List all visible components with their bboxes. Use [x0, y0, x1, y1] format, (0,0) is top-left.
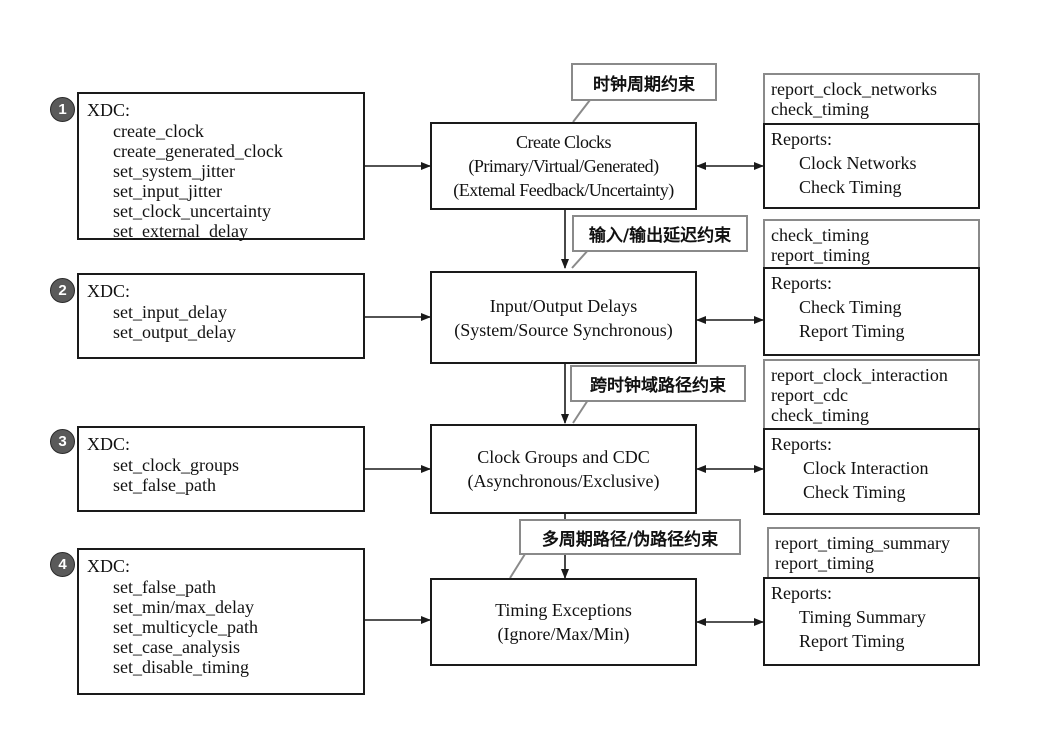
xdc-command: set_false_path: [113, 475, 216, 495]
xdc-header: XDC:: [87, 281, 131, 301]
report-item: Report Timing: [799, 631, 905, 651]
report-commands-box-2: check_timing report_timing: [763, 219, 980, 269]
xdc-command: set_clock_uncertainty: [113, 201, 271, 221]
constraint-tag-4: 多周期路径/伪路径约束: [519, 519, 741, 555]
report-command: report_timing: [775, 553, 874, 573]
xdc-command: set_clock_groups: [113, 455, 239, 475]
step-badge-1: 1: [50, 97, 75, 122]
stage-box-create-clocks: Create Clocks (Primary/Virtual/Generated…: [430, 122, 697, 210]
report-item: Clock Networks: [799, 153, 917, 173]
xdc-box-2: XDC: set_input_delay set_output_delay: [77, 273, 365, 359]
xdc-box-1: XDC: create_clock create_generated_clock…: [77, 92, 365, 241]
stage-subtitle: (Extemal Feedback/Uncertainty): [453, 180, 674, 200]
stage-box-timing-exceptions: Timing Exceptions (Ignore/Max/Min): [430, 578, 697, 666]
stage-title: Create Clocks: [516, 132, 611, 152]
tag-leader-4: [509, 553, 526, 579]
reports-header: Reports:: [771, 129, 832, 149]
reports-header: Reports:: [771, 434, 832, 454]
stage-subtitle: (System/Source Synchronous): [454, 319, 673, 340]
stage-title: Clock Groups and CDC: [477, 447, 650, 467]
constraint-tag-1: 时钟周期约束: [571, 63, 717, 101]
tag-leader-1: [572, 99, 591, 123]
report-item: Check Timing: [803, 482, 906, 502]
report-command: report_cdc: [771, 385, 848, 405]
xdc-command: create_clock: [113, 121, 204, 141]
reports-header: Reports:: [771, 273, 832, 293]
stage-subtitle: (Primary/Virtual/Generated): [468, 156, 659, 176]
step-badge-3: 3: [50, 429, 75, 454]
xdc-command: set_output_delay: [113, 322, 236, 342]
report-command: check_timing: [771, 99, 869, 119]
xdc-command: create_generated_clock: [113, 141, 283, 161]
report-item: Report Timing: [799, 321, 905, 341]
report-item: Clock Interaction: [803, 458, 929, 478]
xdc-box-3: XDC: set_clock_groups set_false_path: [77, 426, 365, 512]
report-command: report_clock_networks: [771, 79, 937, 99]
xdc-command: set_disable_timing: [113, 657, 249, 677]
report-command: check_timing: [771, 405, 869, 425]
report-command: report_timing: [771, 245, 870, 265]
constraint-tag-3: 跨时钟域路径约束: [570, 365, 746, 402]
xdc-command: set_case_analysis: [113, 637, 240, 657]
report-item: Check Timing: [799, 177, 902, 197]
stage-title: Input/Output Delays: [489, 295, 638, 316]
xdc-box-4: XDC: set_false_path set_min/max_delay se…: [77, 548, 365, 695]
stage-box-io-delays: Input/Output Delays (System/Source Synch…: [430, 271, 697, 364]
step-badge-4: 4: [50, 552, 75, 577]
step-badge-2: 2: [50, 278, 75, 303]
report-item: Check Timing: [799, 297, 902, 317]
stage-subtitle: (Ignore/Max/Min): [497, 624, 630, 644]
stage-subtitle: (Asynchronous/Exclusive): [467, 471, 660, 491]
report-commands-box-1: report_clock_networks check_timing: [763, 73, 980, 125]
xdc-header: XDC:: [87, 100, 131, 120]
reports-header: Reports:: [771, 583, 832, 603]
report-command: report_clock_interaction: [771, 365, 948, 385]
report-command: report_timing_summary: [775, 533, 950, 553]
reports-box-2: Reports: Check Timing Report Timing: [763, 267, 980, 356]
reports-box-4: Reports: Timing Summary Report Timing: [763, 577, 980, 666]
reports-box-1: Reports: Clock Networks Check Timing: [763, 123, 980, 209]
xdc-command: set_input_jitter: [113, 181, 222, 201]
report-commands-box-4: report_timing_summary report_timing: [767, 527, 980, 579]
constraint-tag-2: 输入/输出延迟约束: [572, 215, 748, 252]
xdc-command: set_external_delay: [113, 221, 248, 241]
xdc-header: XDC:: [87, 434, 131, 454]
xdc-command: set_min/max_delay: [113, 597, 254, 617]
xdc-header: XDC:: [87, 556, 131, 576]
reports-box-3: Reports: Clock Interaction Check Timing: [763, 428, 980, 515]
stage-box-clock-groups: Clock Groups and CDC (Asynchronous/Exclu…: [430, 424, 697, 514]
tag-leader-3: [572, 399, 589, 424]
xdc-command: set_multicycle_path: [113, 617, 258, 637]
xdc-command: set_input_delay: [113, 302, 227, 322]
xdc-command: set_system_jitter: [113, 161, 235, 181]
report-item: Timing Summary: [799, 607, 926, 627]
stage-title: Timing Exceptions: [495, 600, 632, 620]
report-command: check_timing: [771, 225, 869, 245]
xdc-command: set_false_path: [113, 577, 216, 597]
report-commands-box-3: report_clock_interaction report_cdc chec…: [763, 359, 980, 430]
